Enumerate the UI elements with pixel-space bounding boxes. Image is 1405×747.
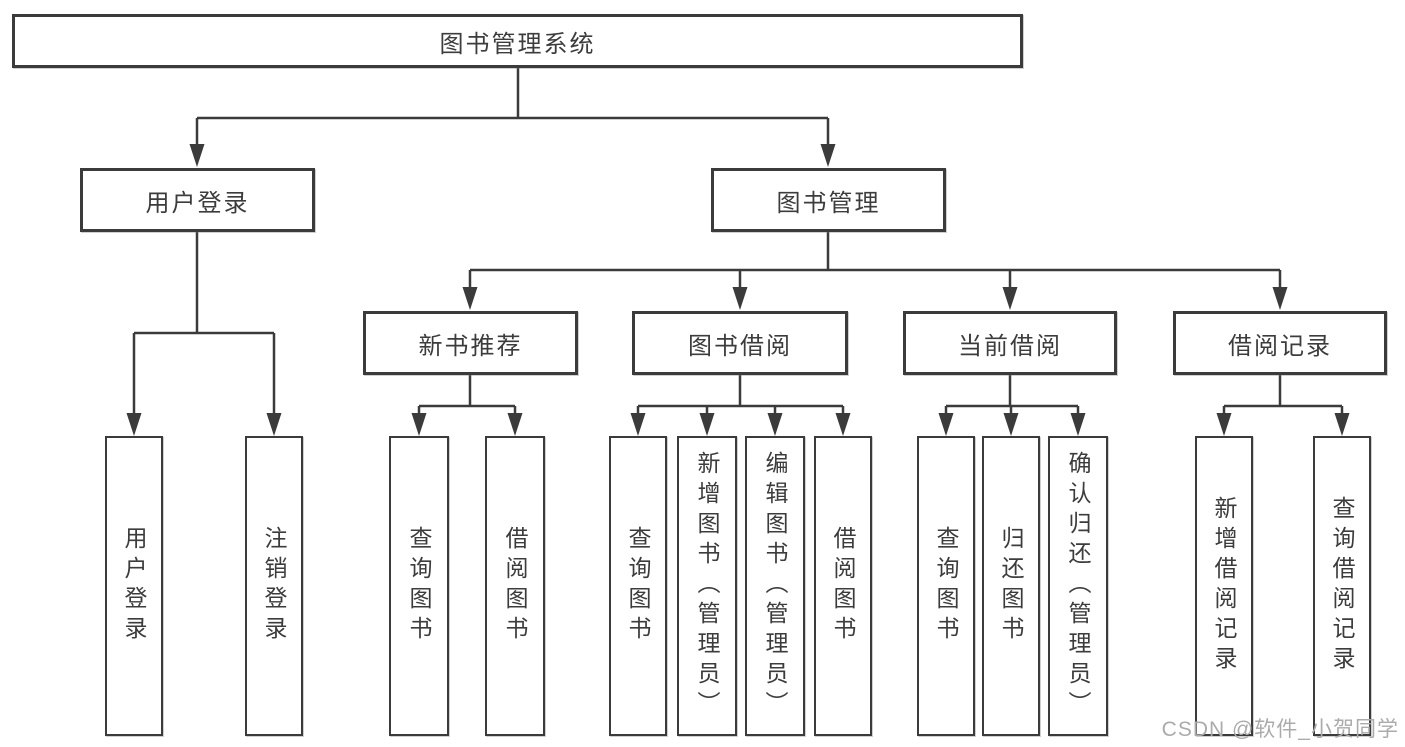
csdn-watermark: CSDN @软件_小贺同学 (1161, 718, 1399, 741)
node-library-management-system: 图书管理系统 (12, 14, 1023, 68)
node-user-login: 用户登录 (80, 168, 315, 232)
leaf-borrow-books-recommend: 借阅图书 (485, 436, 545, 736)
leaf-borrow-books: 借阅图书 (814, 436, 872, 736)
node-borrowing-records: 借阅记录 (1173, 311, 1387, 375)
leaf-return-books: 归还图书 (982, 436, 1040, 736)
leaf-query-books-recommend: 查询图书 (389, 436, 449, 736)
leaf-query-books-current: 查询图书 (917, 436, 975, 736)
leaf-query-books-borrowing: 查询图书 (609, 436, 667, 736)
node-new-book-recommendation: 新书推荐 (363, 311, 578, 375)
leaf-add-borrow-record: 新增借阅记录 (1195, 436, 1253, 736)
leaf-confirm-return-admin: 确认归还（管理员） (1048, 436, 1108, 736)
leaf-query-borrow-record: 查询借阅记录 (1313, 436, 1371, 736)
leaf-edit-book-admin: 编辑图书（管理员） (745, 436, 805, 736)
node-book-management: 图书管理 (711, 168, 946, 232)
node-current-borrowing: 当前借阅 (903, 311, 1117, 375)
leaf-logout: 注销登录 (245, 436, 303, 736)
node-book-borrowing: 图书借阅 (632, 311, 848, 375)
leaf-add-book-admin: 新增图书（管理员） (677, 436, 737, 736)
leaf-user-login: 用户登录 (105, 436, 163, 736)
